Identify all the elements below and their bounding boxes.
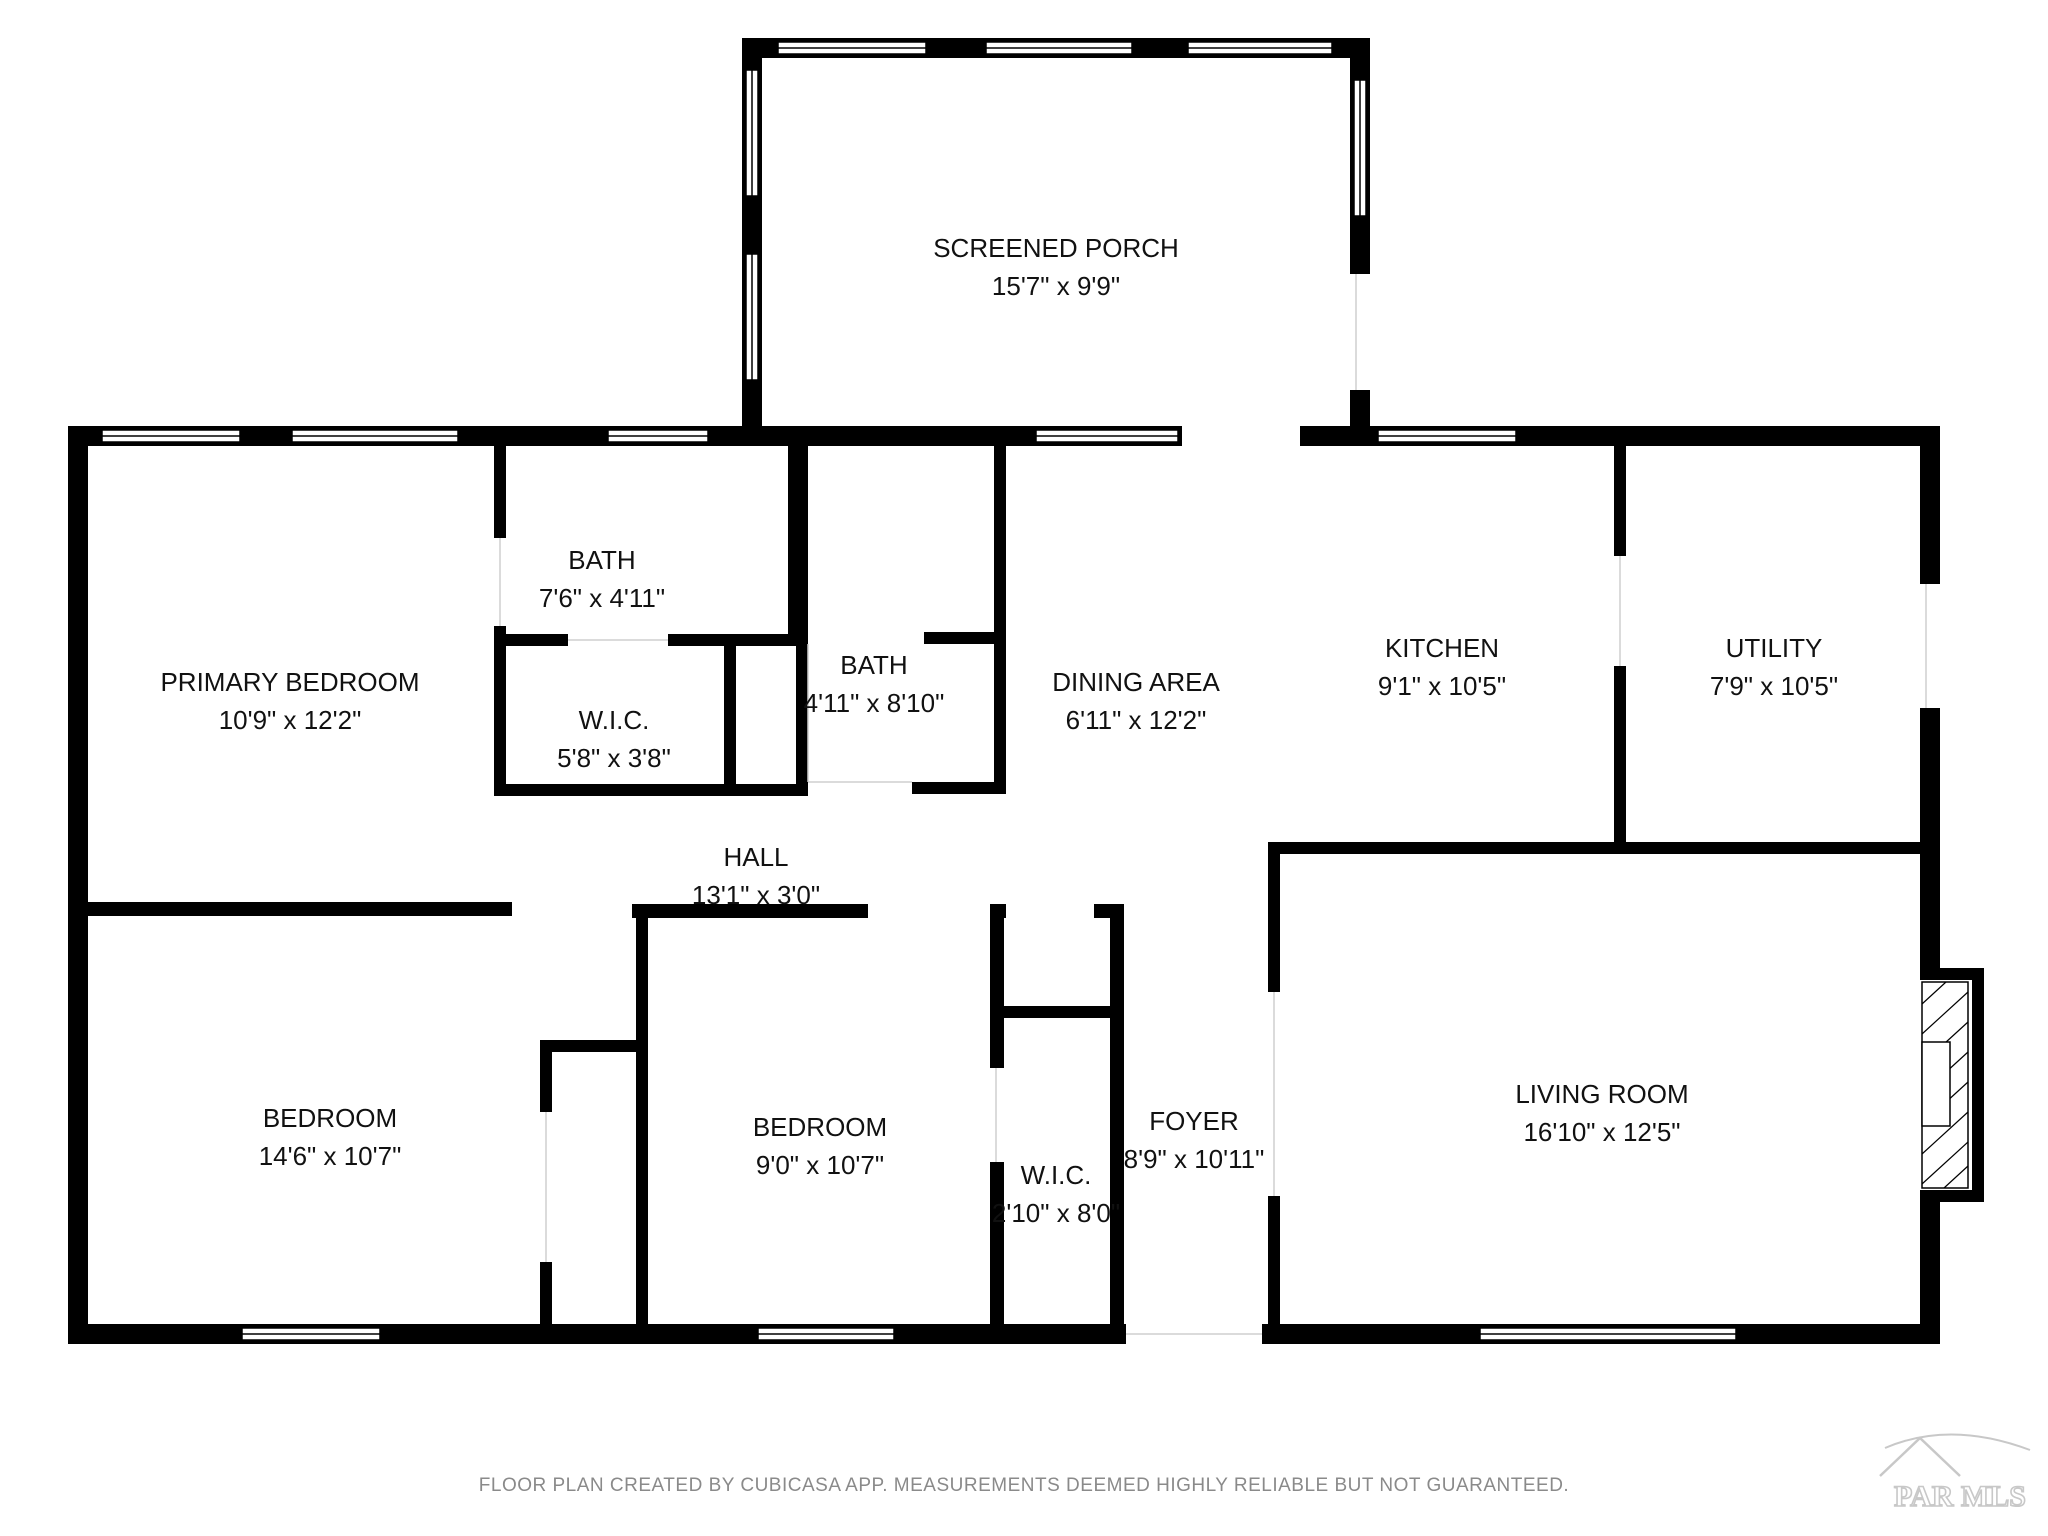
wic2-wall-right <box>1110 904 1124 1344</box>
bath-1-name: BATH <box>568 545 635 575</box>
bedroom-2-name: BEDROOM <box>753 1112 887 1142</box>
foyer-name: FOYER <box>1149 1106 1239 1136</box>
utility-wall-left-lower <box>1614 666 1626 844</box>
wic1-wall-bottom <box>494 784 808 796</box>
living-room-name: LIVING ROOM <box>1515 1079 1688 1109</box>
watermark-logo: PAR MLS <box>1879 1433 2031 1514</box>
outer-wall-right-lower <box>1920 1190 1940 1344</box>
fireplace-wall-bottom <box>1920 1190 1984 1202</box>
dining-area-name: DINING AREA <box>1052 667 1220 697</box>
bath-2-name: BATH <box>840 650 907 680</box>
living-room-dims: 16'10" x 12'5" <box>1523 1117 1680 1147</box>
bath2-wall-left <box>796 446 808 796</box>
bedroom2-wall-right-lower <box>990 1162 1004 1344</box>
hall-name: HALL <box>723 842 788 872</box>
footer-disclaimer: FLOOR PLAN CREATED BY CUBICASA APP. MEAS… <box>479 1475 1569 1496</box>
bath-1-dims: 7'6" x 4'11" <box>539 583 665 613</box>
openings <box>499 274 1927 1335</box>
closet-wall-top <box>734 634 794 646</box>
fireplace <box>1921 981 1969 1189</box>
fireplace-wall-right <box>1972 968 1984 1202</box>
fireplace-wall-top <box>1920 968 1984 980</box>
bedroom-1-dims: 14'6" x 10'7" <box>259 1141 402 1171</box>
fireplace-hearth <box>1921 1041 1951 1127</box>
kitchen-utility-wall-bottom <box>1270 842 1940 854</box>
watermark-text: PAR MLS <box>1894 1480 2026 1513</box>
hall-dims: 13'1" x 3'0" <box>692 880 820 910</box>
utility-name: UTILITY <box>1726 633 1823 663</box>
outer-wall-left <box>68 426 88 1344</box>
primary-bedroom-name: PRIMARY BEDROOM <box>160 667 419 697</box>
bedroom1-closet-wall-top <box>540 1040 648 1052</box>
outer-wall-right-upper <box>1920 426 1940 584</box>
bath2-wall-bottom-right <box>912 782 1006 794</box>
bath1-wall-bottom-left <box>494 634 568 646</box>
wic1-wall-left <box>494 634 506 796</box>
bedroom-2-dims: 9'0" x 10'7" <box>756 1150 884 1180</box>
wic2-wall-top-left <box>990 904 1006 918</box>
bedroom-1-name: BEDROOM <box>263 1103 397 1133</box>
dining-area-dims: 6'11" x 12'2" <box>1066 705 1207 735</box>
bedroom2-wall-right-upper <box>990 904 1004 1068</box>
bath2-wall-mid <box>924 632 1004 644</box>
bedroom1-closet-wall-left-lower <box>540 1262 552 1344</box>
bedroom1-wall-right-upper <box>636 906 648 1042</box>
outer-wall-bottom-left <box>68 1324 1126 1344</box>
wic-2-dims: 2'10" x 8'0" <box>992 1198 1120 1228</box>
living-wall-left-lower <box>1268 1196 1280 1344</box>
bedroom1-wall-right-lower <box>636 1040 648 1344</box>
primary-bedroom-dims: 10'9" x 12'2" <box>219 705 362 735</box>
windows <box>101 41 1737 1341</box>
living-wall-left-upper <box>1268 842 1280 992</box>
bath-2-dims: 4'11" x 8'10" <box>804 688 945 718</box>
bedroom1-wall-top <box>88 902 508 916</box>
room-labels: SCREENED PORCH 15'7" x 9'9" PRIMARY BEDR… <box>160 233 1838 1228</box>
bedroom1-closet-wall-left-upper <box>540 1040 552 1112</box>
wic-1-name: W.I.C. <box>579 705 650 735</box>
bath2-wall-right <box>994 446 1006 794</box>
utility-wall-left-upper <box>1614 446 1626 556</box>
utility-dims: 7'9" x 10'5" <box>1710 671 1838 701</box>
bedroom2-wall-top <box>632 904 868 918</box>
kitchen-name: KITCHEN <box>1385 633 1499 663</box>
outer-wall-right-mid <box>1920 708 1940 970</box>
foyer-dims: 8'9" x 10'11" <box>1124 1144 1265 1174</box>
wic2-wall-mid <box>990 1006 1120 1018</box>
wic1-wall-right <box>724 640 736 796</box>
screened-porch-name: SCREENED PORCH <box>933 233 1179 263</box>
primary-bedroom-wall-right-upper <box>494 446 506 538</box>
wic-2-name: W.I.C. <box>1021 1160 1092 1190</box>
kitchen-dims: 9'1" x 10'5" <box>1378 671 1506 701</box>
screened-porch-dims: 15'7" x 9'9" <box>992 271 1120 301</box>
wic-1-dims: 5'8" x 3'8" <box>557 743 671 773</box>
watermark-house-icon <box>1879 1436 1961 1477</box>
watermark-swoosh-icon <box>1884 1433 2031 1451</box>
